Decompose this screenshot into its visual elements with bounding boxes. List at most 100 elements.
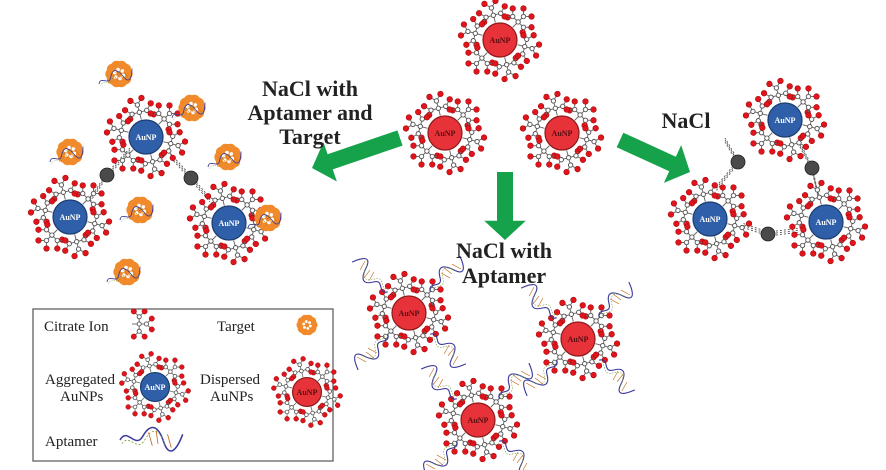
left-label-line-1: NaCl with <box>262 76 358 101</box>
legend-citrate-icon <box>130 308 155 340</box>
citrate-ion <box>366 288 397 324</box>
bridge-ion <box>730 154 746 170</box>
reaction-arrow <box>312 130 403 182</box>
right-label-line-1: NaCl <box>662 108 711 133</box>
legend-label-aggregated-2: AuNPs <box>60 389 104 405</box>
citrate-ion <box>815 234 851 265</box>
citrate-ion <box>722 208 753 244</box>
citrate-ion <box>512 29 543 65</box>
aptamer-strand <box>119 426 184 452</box>
aunp-core <box>211 205 247 241</box>
nacl-aggregate-group: AuNP AuNP AuNP <box>667 77 869 265</box>
citrate-ion <box>711 184 745 218</box>
legend-dispersed-icon: AuNP <box>271 356 343 428</box>
citrate-ion <box>59 229 95 260</box>
aggregated-aunp: AuNP <box>742 77 828 163</box>
aunp-core <box>427 115 463 151</box>
legend-label-citrate: Citrate Ion <box>44 319 109 335</box>
aunp-core <box>544 115 580 151</box>
citrate-ion <box>119 366 145 397</box>
aggregated-aunp: AuNP <box>667 176 753 262</box>
target-molecule <box>126 196 154 224</box>
aptamer-strand <box>171 102 206 120</box>
citrate-ion <box>308 362 337 391</box>
aunp-label: AuNP <box>816 218 837 227</box>
citrate-ion <box>783 197 814 233</box>
citrate-ion <box>535 314 566 350</box>
dispersed-aunp: AuNP <box>402 90 488 176</box>
citrate-ion <box>475 0 511 28</box>
aunp-label: AuNP <box>60 213 81 222</box>
aunp-label: AuNP <box>145 383 166 392</box>
citrate-ion <box>786 85 820 119</box>
citrate-ion <box>453 377 489 408</box>
citrate-ion <box>186 198 217 234</box>
aunp-core <box>767 102 803 138</box>
aptamer-strand <box>119 204 154 222</box>
dispersed-aunp: AuNP <box>351 255 467 371</box>
legend-aptamer-icon <box>119 426 184 452</box>
aunp-core <box>291 376 323 408</box>
citrate-ion <box>218 235 254 266</box>
citrate-ion <box>135 149 171 180</box>
aunp-label: AuNP <box>136 133 157 142</box>
citrate-ion <box>435 395 466 431</box>
citrate-ion <box>742 95 773 131</box>
citrate-ion <box>457 15 488 51</box>
target-molecule <box>105 60 133 88</box>
citrate-ion <box>204 180 240 211</box>
citrate-ion <box>434 145 470 176</box>
citrate-ion <box>420 90 456 121</box>
citrate-ion <box>489 52 525 83</box>
aptamer-strand <box>207 151 242 169</box>
aggregated-aunp: AuNP <box>119 351 191 423</box>
target-molecule <box>178 94 206 122</box>
aptamer-strand <box>520 284 558 319</box>
aptamer-strand <box>598 281 633 319</box>
aptamer-strand <box>498 440 536 470</box>
citrate-ion <box>165 377 191 408</box>
aunp-label: AuNP <box>297 388 318 397</box>
citrate-ion <box>402 108 433 144</box>
right-condition-label: NaCl <box>662 108 711 133</box>
bridge-ion <box>99 167 115 183</box>
left-label-line-3: Target <box>279 124 341 149</box>
aggregated-aunp: AuNP <box>103 94 189 180</box>
citrate-ion <box>467 432 503 463</box>
citrate-ion <box>145 397 176 423</box>
legend: Citrate Ion Target Aggregated AuNPs AuNP… <box>32 308 343 462</box>
citrate-ion <box>82 206 113 242</box>
citrate-ion <box>750 121 784 155</box>
bottom-label-line-1: NaCl with <box>456 238 552 263</box>
aptamer-target-aggregate-group: AuNP AuNP AuNP <box>27 60 282 286</box>
aptamer-strand <box>423 440 458 470</box>
target-molecule <box>254 204 282 232</box>
citrate-ion <box>156 357 185 386</box>
aunp-label: AuNP <box>490 36 511 45</box>
legend-target-icon <box>296 314 318 336</box>
aunp-core <box>52 199 88 235</box>
citrate-ion <box>446 98 480 132</box>
target-molecule <box>296 314 318 336</box>
aunp-label: AuNP <box>775 116 796 125</box>
aunp-label: AuNP <box>568 335 589 344</box>
dispersed-aunp: AuNP <box>519 90 605 176</box>
citrate-ion <box>567 351 603 382</box>
citrate-ion <box>501 5 535 39</box>
aunp-core <box>128 119 164 155</box>
legend-label-aptamer: Aptamer <box>45 434 97 450</box>
legend-label-aggregated-1: Aggregated <box>45 372 115 388</box>
aunp-label: AuNP <box>219 219 240 228</box>
aunp-core <box>808 204 844 240</box>
citrate-ion <box>838 211 869 247</box>
aptamer-strand <box>351 258 389 293</box>
dispersed-aunp: AuNP <box>271 356 343 428</box>
citrate-ion <box>103 112 134 148</box>
aunp-core <box>460 402 496 438</box>
citrate-ion <box>271 371 297 402</box>
aptamer-strand <box>420 365 458 400</box>
aptamer-strand <box>354 333 389 371</box>
legend-label-dispersed-1: Dispersed <box>200 372 260 388</box>
citrate-ion <box>45 174 81 205</box>
